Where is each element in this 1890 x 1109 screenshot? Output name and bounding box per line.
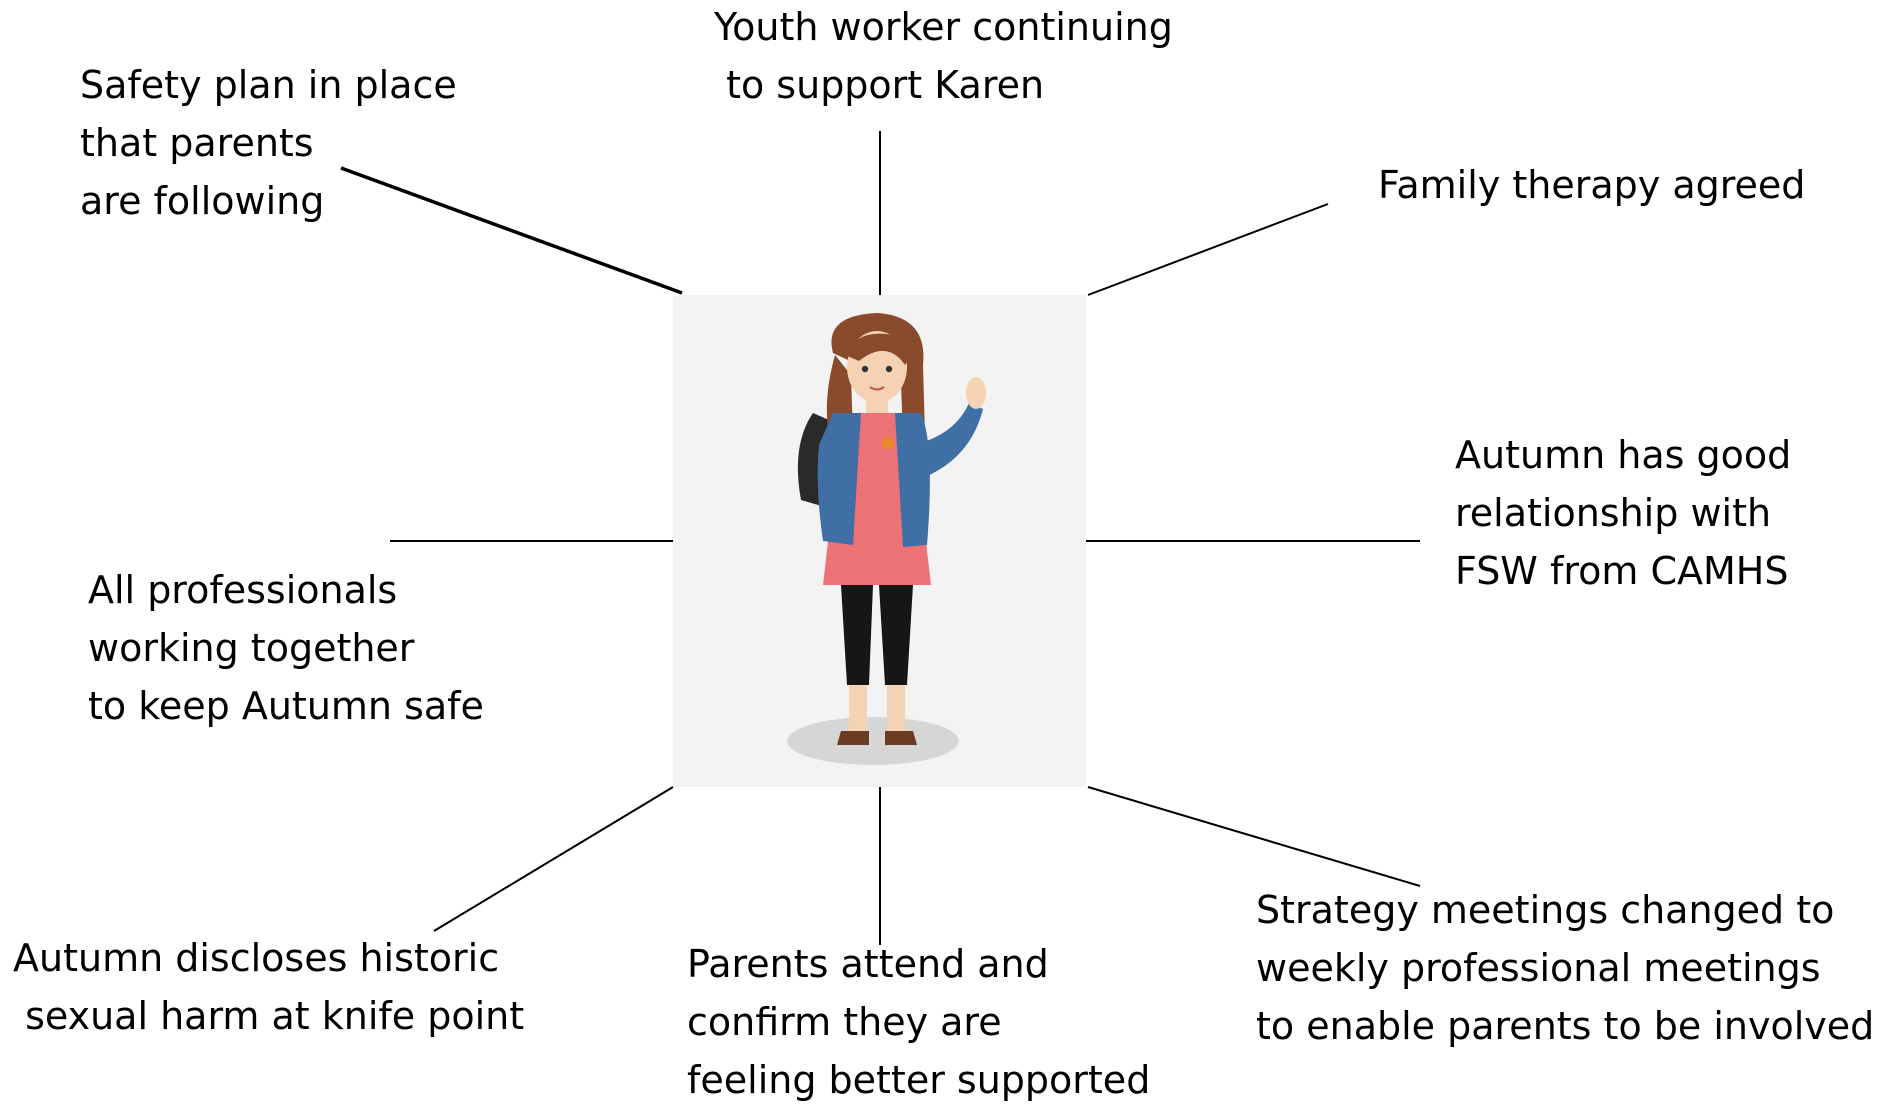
label-line: Autumn discloses historic (13, 936, 500, 980)
label-bottom-right: Strategy meetings changed to weekly prof… (1256, 881, 1874, 1055)
label-bottom-left: Autumn discloses historic sexual harm at… (13, 929, 524, 1045)
label-top-right: Family therapy agreed (1378, 156, 1805, 214)
label-line: feeling better supported (687, 1058, 1151, 1102)
label-line: FSW from CAMHS (1455, 549, 1789, 593)
label-top-center: Youth worker continuing to support Karen (714, 0, 1173, 114)
center-illustration (673, 295, 1086, 787)
label-line: sexual harm at knife point (13, 994, 525, 1038)
label-line: Safety plan in place (80, 63, 457, 107)
label-line: working together (88, 626, 415, 670)
connector-top-left (340, 166, 683, 295)
label-line: to keep Autumn safe (88, 684, 484, 728)
label-line: relationship with (1455, 491, 1772, 535)
label-line: confirm they are (687, 1000, 1002, 1044)
label-line: Parents attend and (687, 942, 1049, 986)
label-line: Autumn has good (1455, 433, 1792, 477)
connector-top-right (1087, 203, 1329, 296)
label-bottom-center: Parents attend and confirm they are feel… (687, 935, 1150, 1109)
label-line: that parents (80, 121, 314, 165)
girl-waving-illustration (787, 313, 986, 765)
label-line: are following (80, 179, 325, 223)
label-line: Youth worker continuing (714, 5, 1173, 49)
connector-bottom-right (1087, 786, 1421, 887)
connector-bottom-left (433, 786, 674, 932)
label-line: to enable parents to be involved (1256, 1004, 1875, 1048)
label-line: weekly professional meetings (1256, 946, 1821, 990)
label-mid-left: All professionals working together to ke… (88, 561, 484, 735)
label-line: to support Karen (714, 63, 1045, 107)
label-line: All professionals (88, 568, 398, 612)
label-line: Family therapy agreed (1378, 163, 1806, 207)
label-mid-right: Autumn has good relationship with FSW fr… (1455, 426, 1791, 600)
label-top-left: Safety plan in place that parents are fo… (80, 56, 457, 230)
label-line: Strategy meetings changed to (1256, 888, 1835, 932)
